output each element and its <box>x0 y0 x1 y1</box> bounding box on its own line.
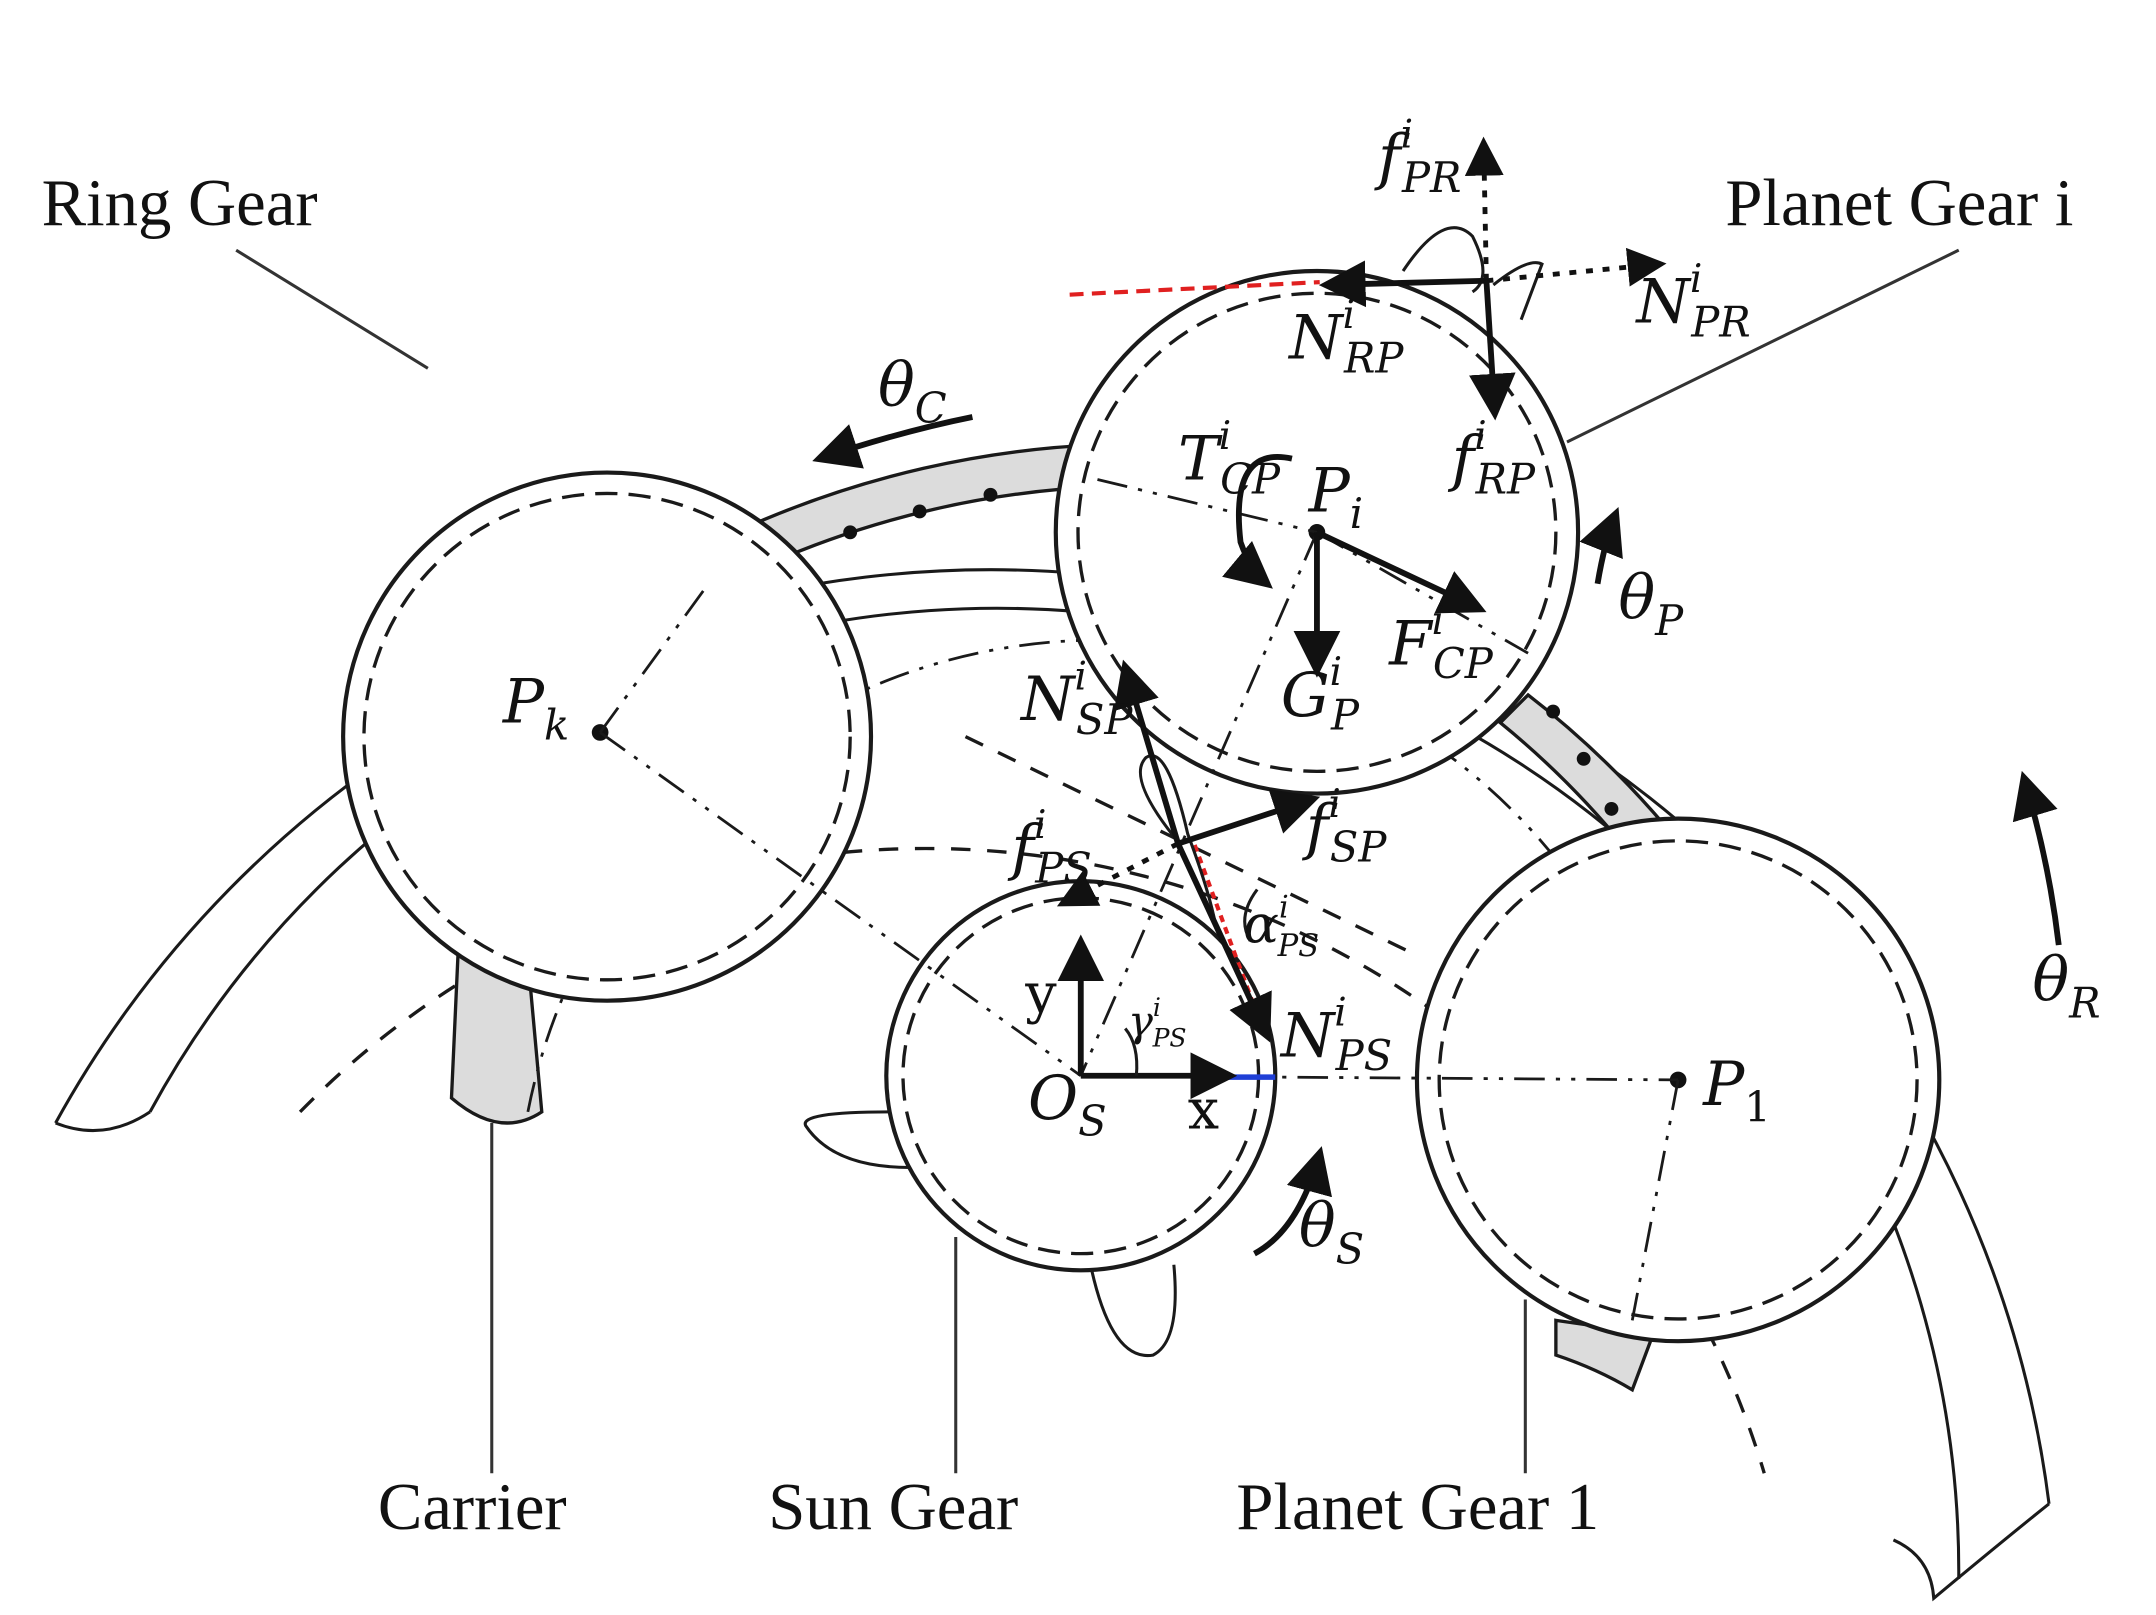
rotation-arrows <box>812 414 2062 1257</box>
label-ring-gear: Ring Gear <box>42 167 318 240</box>
label-p-i: Pi <box>1308 455 1363 538</box>
label-y-axis: y <box>1024 961 1057 1026</box>
center-lines <box>599 478 1680 1321</box>
label-planet-gear-i: Planet Gear i <box>1725 167 2073 240</box>
label-carrier: Carrier <box>378 1471 567 1544</box>
label-x-axis: x <box>1188 1078 1219 1143</box>
ring-contact-line <box>1069 280 1320 297</box>
label-theta-r: θR <box>2032 945 2100 1028</box>
force-vectors <box>1056 136 1667 1100</box>
label-theta-c: θC <box>878 350 947 433</box>
label-theta-p: θP <box>1618 562 1684 645</box>
carrier-dots <box>843 487 1619 816</box>
label-theta-s: θS <box>1299 1191 1364 1274</box>
label-p-k: Pk <box>502 667 569 750</box>
leader-lines <box>235 248 1960 1474</box>
mesh-contact-loop <box>1138 754 1218 925</box>
label-sun-gear: Sun Gear <box>768 1471 1018 1544</box>
label-planet-gear-1: Planet Gear 1 <box>1236 1471 1599 1544</box>
label-o-s: OS <box>1028 1063 1107 1146</box>
label-p-1: P1 <box>1702 1049 1771 1132</box>
